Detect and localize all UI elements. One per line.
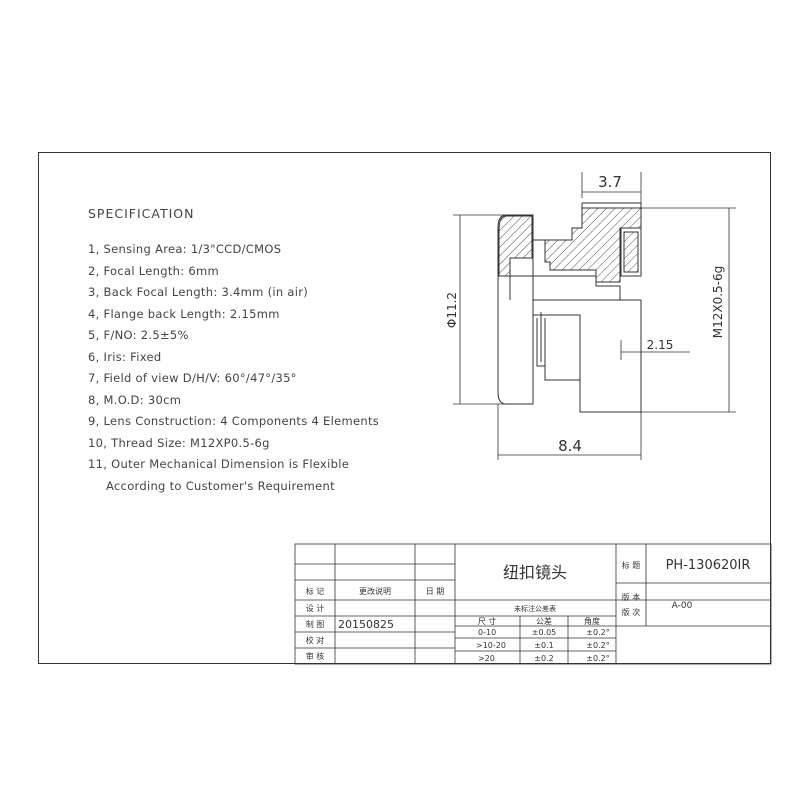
spec-item: 4, Flange back Length: 2.15mm	[88, 306, 280, 321]
tolerance-header: 角度	[584, 616, 600, 626]
dimensions	[453, 172, 736, 460]
tb-change-label: 更改说明	[359, 586, 391, 596]
spec-item: 6, Iris: Fixed	[88, 349, 162, 364]
tolerance-cell: ±0.05	[532, 628, 557, 637]
dim-top: 3.7	[598, 173, 622, 191]
tb-product-name: 纽扣镜头	[503, 563, 567, 582]
spec-item: 1, Sensing Area: 1/3"CCD/CMOS	[88, 242, 282, 256]
tb-design-label: 设 计	[306, 603, 325, 613]
tb-draw-date: 20150825	[338, 618, 394, 631]
dim-thread: M12X0.5-6g	[711, 266, 725, 339]
tb-date-label: 日 期	[426, 587, 445, 596]
dim-length: 8.4	[558, 437, 582, 455]
dim-flange: 2.15	[647, 338, 674, 352]
tb-code-label: 标 题	[622, 560, 641, 570]
tb-draw-label: 制 图	[306, 619, 325, 629]
tb-edition-label: 版 次	[622, 607, 641, 617]
tolerance-cell: ±0.1	[534, 641, 553, 650]
tb-version: A-00	[672, 601, 693, 611]
tb-code: PH-130620IR	[666, 558, 751, 573]
spec-item: 11, Outer Mechanical Dimension is Flexib…	[88, 457, 350, 471]
tolerance-header: 公差	[536, 616, 552, 626]
lens-body	[497, 202, 642, 413]
tolerance-cell: 0-10	[478, 628, 496, 637]
spec-item: According to Customer's Requirement	[106, 478, 335, 493]
tolerance-cell: >10-20	[476, 641, 506, 650]
tb-check-label: 校 对	[306, 635, 325, 645]
tolerance-cell: >20	[478, 654, 495, 663]
drawing-frame	[38, 152, 771, 664]
barrel-lower	[532, 300, 642, 413]
spec-item: 9, Lens Construction: 4 Components 4 Ele…	[88, 414, 380, 428]
tolerance-cell: ±0.2°	[586, 654, 609, 663]
dim-diameter: Φ11.2	[445, 292, 459, 328]
spec-item: 3, Back Focal Length: 3.4mm (in air)	[88, 285, 309, 299]
tolerance-cell: ±0.2°	[586, 641, 609, 650]
spec-item: 7, Field of view D/H/V: 60°/47°/35°	[88, 371, 297, 385]
front-flange-hatch	[498, 215, 533, 277]
title-block	[294, 543, 772, 665]
tolerance-cell: ±0.2	[534, 654, 553, 663]
spec-item: 10, Thread Size: M12XP0.5-6g	[88, 435, 270, 450]
tb-version-label: 版 本	[622, 592, 641, 602]
spec-title: SPECIFICATION	[88, 206, 195, 221]
tolerance-cell: ±0.2°	[586, 628, 609, 637]
spec-item: 8, M.O.D: 30cm	[88, 392, 182, 407]
tb-mark-label: 标 记	[306, 586, 325, 596]
spec-list: 1, Sensing Area: 1/3"CCD/CMOS 2, Focal L…	[88, 239, 379, 497]
tolerance-header: 尺 寸	[478, 616, 497, 626]
tolerance-title: 未标注公差表	[514, 604, 556, 613]
spec-item: 5, F/NO: 2.5±5%	[88, 328, 189, 342]
spec-item: 2, Focal Length: 6mm	[88, 263, 220, 278]
tb-review-label: 审 核	[306, 651, 325, 661]
